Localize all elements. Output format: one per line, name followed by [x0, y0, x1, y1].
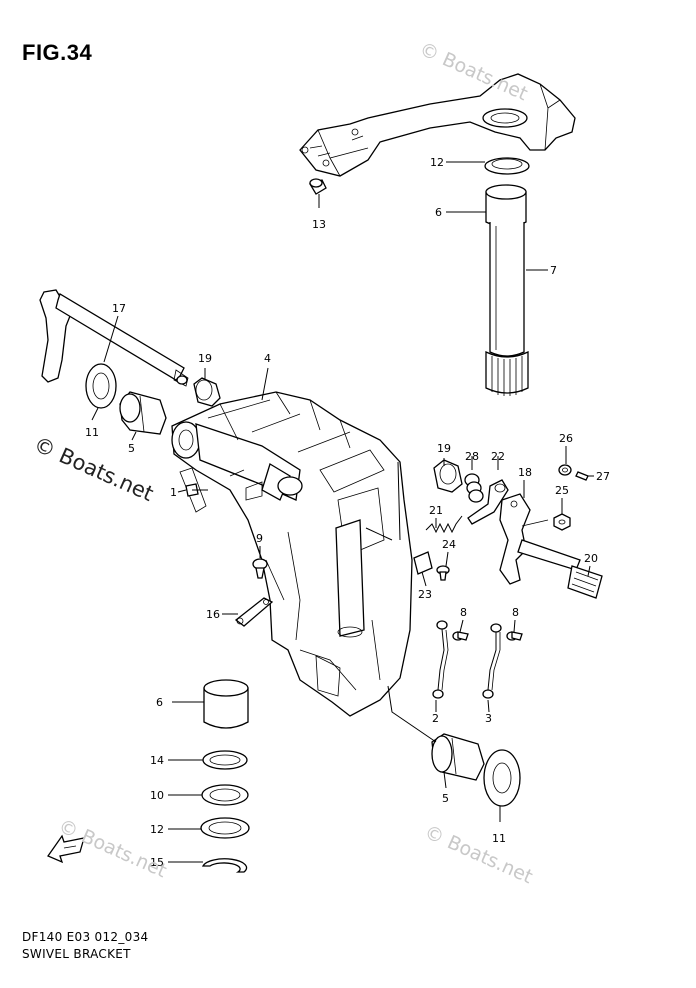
washer-12-lower	[200, 817, 250, 839]
callout-19-right: 19	[437, 442, 451, 455]
figure-name: SWIVEL BRACKET	[22, 947, 131, 961]
callout-16: 16	[206, 608, 220, 621]
callout-6-lower: 6	[156, 696, 163, 709]
callout-24: 24	[442, 538, 456, 551]
bolt-9	[252, 558, 268, 579]
callout-20: 20	[584, 552, 598, 565]
callout-3: 3	[485, 712, 492, 725]
callout-9: 9	[256, 532, 263, 545]
steering-shaft-7	[485, 222, 529, 396]
callout-13: 13	[312, 218, 326, 231]
bolt-8-right	[506, 631, 523, 641]
callout-11-right: 11	[492, 832, 506, 845]
lever-arm-20	[517, 539, 603, 599]
leader-lines	[91, 161, 594, 863]
callout-17: 17	[112, 302, 126, 315]
callout-28: 28	[465, 450, 479, 463]
callout-19-left: 19	[198, 352, 212, 365]
spring-28	[464, 473, 484, 503]
callout-7: 7	[550, 264, 557, 277]
bushing-6-upper	[485, 184, 527, 228]
lever-22	[467, 479, 509, 525]
bushing-6-lower	[203, 679, 249, 729]
callout-8-right: 8	[512, 606, 519, 619]
callout-21: 21	[429, 504, 443, 517]
callout-2: 2	[432, 712, 439, 725]
clip-16	[234, 597, 274, 627]
callout-25: 25	[555, 484, 569, 497]
washer-11-right	[483, 749, 521, 807]
tilt-lock-lever-18	[499, 493, 549, 585]
figure-title: FIG.34	[22, 40, 93, 65]
bolt-24	[436, 565, 450, 581]
steering-arm	[299, 73, 576, 177]
pin-27	[575, 471, 589, 481]
callout-5-left: 5	[128, 442, 135, 455]
callout-10: 10	[150, 789, 164, 802]
bushing-19-left	[193, 377, 221, 407]
washer-26	[558, 464, 572, 476]
bolt-8-left	[452, 631, 469, 641]
swivel-bracket-4	[171, 391, 413, 717]
plate-23	[413, 551, 433, 575]
ground-wire-3	[482, 623, 502, 699]
grease-nipple-13	[309, 178, 327, 195]
callout-22: 22	[491, 450, 505, 463]
washer-11-left	[85, 363, 117, 409]
callout-12-top: 12	[430, 156, 444, 169]
callout-26: 26	[559, 432, 573, 445]
callout-15: 15	[150, 856, 164, 869]
washer-10	[201, 784, 249, 806]
front-direction-arrow-icon	[47, 834, 85, 864]
screw-1	[185, 483, 208, 497]
callout-1: 1	[170, 486, 177, 499]
washer-12-top	[484, 157, 530, 175]
ground-wire-2	[432, 620, 449, 699]
callout-numbers: 12 6 7 13 17 19 4 11 5 1 9 16 6 14 10 12…	[85, 156, 610, 869]
callout-12-lower: 12	[150, 823, 164, 836]
figure-model-code: DF140 E03 012_034	[22, 930, 149, 944]
bushing-19-right	[433, 459, 463, 493]
callout-6-top: 6	[435, 206, 442, 219]
washer-14	[202, 750, 248, 770]
callout-23: 23	[418, 588, 432, 601]
spring-21	[425, 515, 463, 534]
tilt-tube-17	[39, 289, 189, 387]
callout-8-left: 8	[460, 606, 467, 619]
nut-25	[553, 513, 571, 531]
bushing-5-left	[119, 391, 167, 435]
bushing-5-right	[431, 733, 485, 781]
snap-ring-15	[201, 858, 248, 873]
callout-4: 4	[264, 352, 271, 365]
callout-27: 27	[596, 470, 610, 483]
callout-14: 14	[150, 754, 164, 767]
callout-5-right: 5	[442, 792, 449, 805]
callout-11-left: 11	[85, 426, 99, 439]
callout-18: 18	[518, 466, 532, 479]
